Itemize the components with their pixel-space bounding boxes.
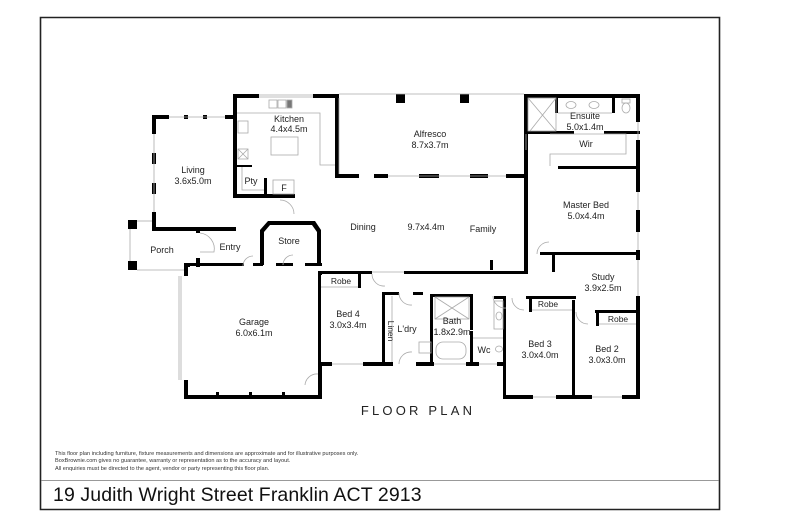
outer-border-rect bbox=[41, 18, 359, 249]
disclaimer-line: All enquiries must be directed to the ag… bbox=[55, 465, 270, 472]
fixtures bbox=[129, 93, 639, 398]
room-robe-bed4: Robe bbox=[331, 276, 352, 286]
room-labels: Kitchen 4.4x4.5m Alfresco 8.7x3.7m Ensui… bbox=[150, 111, 628, 418]
room-entry-name: Entry bbox=[219, 242, 241, 252]
disclaimer-line: This floor plan including furniture, fix… bbox=[55, 451, 359, 457]
room-living-name: Living bbox=[181, 165, 205, 175]
room-linen-name: Linen bbox=[386, 321, 396, 342]
walls bbox=[128, 94, 640, 399]
room-fridge-name: F bbox=[281, 183, 287, 193]
disclaimer: This floor plan including furniture, fix… bbox=[55, 451, 358, 473]
room-garage-name: Garage bbox=[239, 317, 269, 327]
disclaimer-line: BoxBrownie.com gives no guarantee, warra… bbox=[55, 458, 291, 465]
room-robe-bed3: Robe bbox=[538, 299, 559, 309]
room-dining-name: Dining bbox=[350, 222, 376, 232]
room-master-bed-name: Master Bed bbox=[563, 200, 609, 210]
room-wir-name: Wir bbox=[579, 139, 593, 149]
room-ensuite-size: 5.0x1.4m bbox=[566, 122, 603, 132]
room-robe-bed2: Robe bbox=[608, 314, 629, 324]
room-living-size: 3.6x5.0m bbox=[174, 176, 211, 186]
frame-path bbox=[41, 18, 360, 249]
room-laundry-name: L'dry bbox=[397, 324, 417, 334]
room-ensuite-name: Ensuite bbox=[570, 111, 600, 121]
room-bed2-name: Bed 2 bbox=[595, 344, 619, 354]
room-alfresco-size: 8.7x3.7m bbox=[411, 140, 448, 150]
room-kitchen-name: Kitchen bbox=[274, 114, 304, 124]
room-bed3-name: Bed 3 bbox=[528, 339, 552, 349]
room-bath-name: Bath bbox=[443, 316, 462, 326]
room-family-name: Family bbox=[470, 224, 497, 234]
room-pantry-name: Pty bbox=[244, 176, 258, 186]
room-bed3-size: 3.0x4.0m bbox=[521, 350, 558, 360]
room-dining-family-size: 9.7x4.4m bbox=[407, 222, 444, 232]
room-alfresco-name: Alfresco bbox=[414, 129, 447, 139]
room-bed2-size: 3.0x3.0m bbox=[588, 355, 625, 365]
room-bed4-name: Bed 4 bbox=[336, 309, 360, 319]
property-address: 19 Judith Wright Street Franklin ACT 291… bbox=[53, 484, 422, 506]
room-study-size: 3.9x2.5m bbox=[584, 283, 621, 293]
room-porch-name: Porch bbox=[150, 245, 174, 255]
floor-plan-title: FLOOR PLAN bbox=[361, 403, 475, 418]
room-bed4-size: 3.0x3.4m bbox=[329, 320, 366, 330]
room-wc-name: Wc bbox=[478, 345, 491, 355]
sheet-frame-line bbox=[39, 16, 721, 511]
room-garage-size: 6.0x6.1m bbox=[235, 328, 272, 338]
room-store-name: Store bbox=[278, 236, 300, 246]
room-bath-size: 1.8x2.9m bbox=[433, 327, 470, 337]
room-study-name: Study bbox=[591, 272, 615, 282]
room-kitchen-size: 4.4x4.5m bbox=[270, 124, 307, 134]
room-master-bed-size: 5.0x4.4m bbox=[567, 211, 604, 221]
